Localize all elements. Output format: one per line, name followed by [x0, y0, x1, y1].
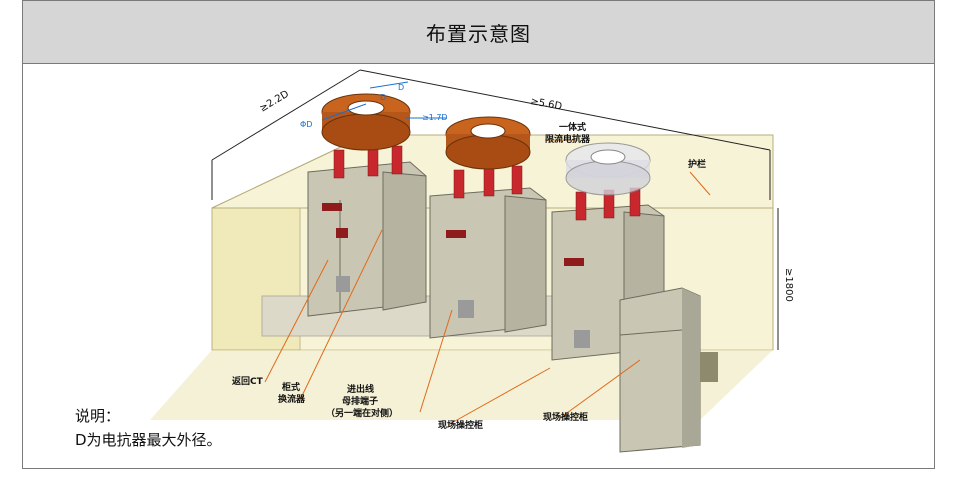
dim-gap-label: ≥1.7D — [422, 113, 448, 122]
label-control-1: 现场操控柜 — [438, 419, 483, 431]
notes-block: 说明： D为电抗器最大外径。 — [75, 404, 222, 452]
page-title: 布置示意图 — [426, 21, 531, 46]
label-terminal-3: （另一端在对侧） — [326, 407, 398, 419]
reactor-1 — [321, 93, 411, 151]
dim-length-label: ≥5.6D — [529, 96, 563, 112]
insulator-stacks — [333, 145, 641, 221]
label-integrated-2: 限流电抗器 — [545, 133, 591, 145]
dim-top-d1: D — [380, 93, 386, 102]
dim-top-d2: D — [398, 83, 404, 92]
leader-lines — [264, 139, 711, 426]
label-terminal-1: 进出线 — [347, 383, 374, 395]
label-cabinet-1: 柜式 — [281, 381, 300, 393]
dim-phi-label: ΦD — [300, 120, 312, 129]
label-return-ct: 返回CT — [232, 375, 264, 387]
converter-cabinet-1 — [307, 161, 427, 317]
notes-body: D为电抗器最大外径。 — [75, 431, 222, 449]
label-cabinet-2: 换流器 — [278, 393, 306, 405]
reactor-dimension-lines — [321, 81, 446, 121]
field-control-cabinet — [619, 287, 718, 453]
dimension-lines — [211, 69, 779, 350]
converter-cabinet-2 — [429, 187, 547, 339]
header-bar: 布置示意图 — [22, 0, 935, 64]
label-control-2: 现场操控柜 — [543, 411, 588, 423]
label-terminal-2: 母排端子 — [342, 395, 378, 407]
label-guardrail: 护栏 — [688, 158, 706, 170]
reactor-3 — [565, 142, 651, 196]
dim-width-label: ≥2.2D — [258, 89, 291, 115]
notes-heading: 说明： — [75, 407, 121, 425]
reactor-2 — [445, 116, 531, 170]
label-integrated-1: 一体式 — [559, 121, 586, 133]
dim-height-label: ≥1800 — [783, 268, 794, 302]
